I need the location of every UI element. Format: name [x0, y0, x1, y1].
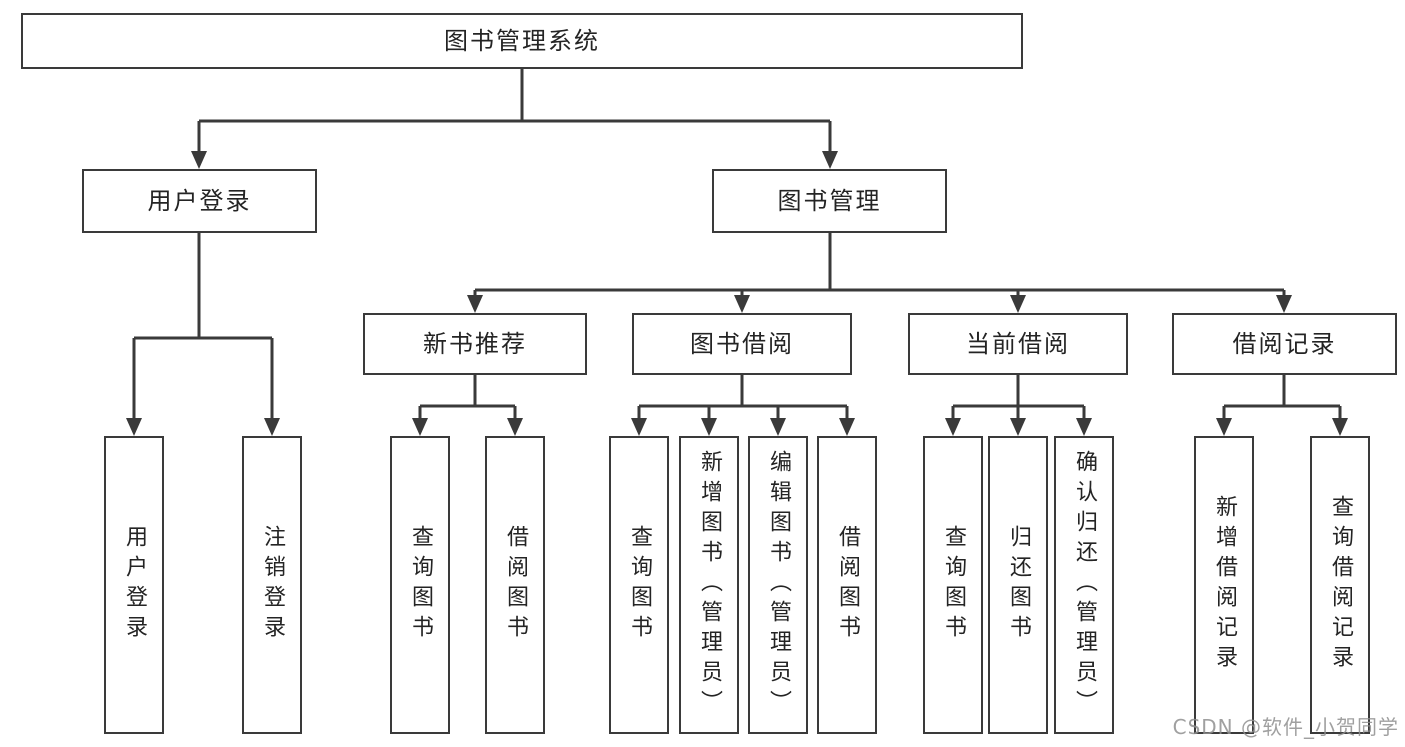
node-library-system: 图书管理系统 — [21, 13, 1023, 69]
leaf-current-confirm-return: 确认归还（管理员） — [1054, 436, 1114, 734]
node-book-management: 图书管理 — [712, 169, 947, 233]
leaf-borrow-add-books: 新增图书（管理员） — [679, 436, 739, 734]
leaf-newbook-borrow-books: 借阅图书 — [485, 436, 545, 734]
leaf-borrow-edit-books: 编辑图书（管理员） — [748, 436, 808, 734]
node-user-login: 用户登录 — [82, 169, 317, 233]
node-borrow-records: 借阅记录 — [1172, 313, 1397, 375]
node-current-borrow: 当前借阅 — [908, 313, 1128, 375]
leaf-current-query-books: 查询图书 — [923, 436, 983, 734]
leaf-records-add-record: 新增借阅记录 — [1194, 436, 1254, 734]
leaf-records-query-record: 查询借阅记录 — [1310, 436, 1370, 734]
leaf-borrow-query-books: 查询图书 — [609, 436, 669, 734]
leaf-newbook-query-books: 查询图书 — [390, 436, 450, 734]
connector-path — [132, 69, 1342, 421]
leaf-logout: 注销登录 — [242, 436, 302, 734]
leaf-borrow-borrow-books: 借阅图书 — [817, 436, 877, 734]
node-book-borrow: 图书借阅 — [632, 313, 852, 375]
leaf-current-return-books: 归还图书 — [988, 436, 1048, 734]
leaf-user-login: 用户登录 — [104, 436, 164, 734]
node-new-book-recommend: 新书推荐 — [363, 313, 587, 375]
csdn-watermark: CSDN @软件_小贺同学 — [1172, 715, 1399, 739]
